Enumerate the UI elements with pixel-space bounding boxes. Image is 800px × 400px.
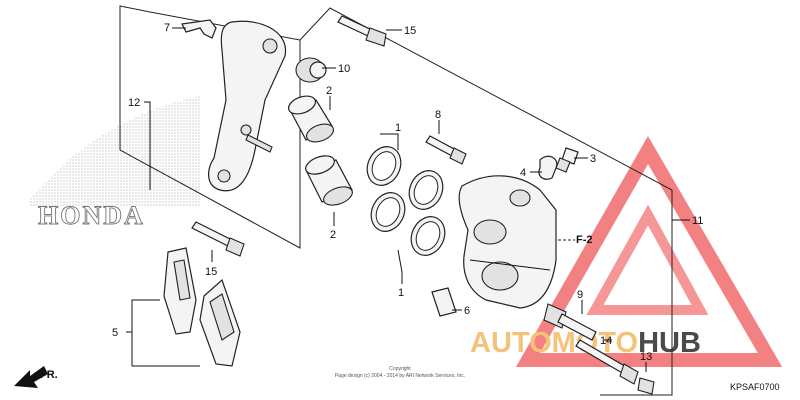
watermark-triangle-logo — [515, 135, 783, 367]
watermark-auto: AUTO — [470, 327, 552, 359]
piston-lower — [305, 155, 353, 206]
bleeder-valve — [555, 147, 579, 173]
pin-bolt — [543, 303, 597, 341]
slide-pin — [425, 135, 467, 165]
callout-2-lower: 2 — [330, 229, 336, 241]
callout-5: 5 — [112, 327, 118, 339]
copyright-line2: Page design (c) 2004 - 2014 by ARI Netwo… — [335, 373, 465, 379]
callout-2-upper: 2 — [326, 85, 332, 97]
callout-1-upper: 1 — [395, 122, 401, 134]
callout-4: 4 — [520, 167, 526, 179]
caliper-group-box — [299, 7, 673, 396]
callout-f2: F-2 — [576, 234, 593, 246]
brake-pad-front — [163, 247, 197, 335]
front-arrow-icon — [14, 366, 48, 388]
callout-7: 7 — [164, 22, 170, 34]
leader-lines — [126, 27, 690, 372]
piston-upper — [287, 95, 334, 143]
callout-labels: 7 15 10 12 2 8 1 3 4 2 15 11 F-2 1 9 6 5… — [112, 22, 703, 363]
callout-10: 10 — [338, 63, 350, 75]
nut — [637, 377, 655, 395]
callout-9: 9 — [577, 289, 583, 301]
honda-brand-text: HONDA — [38, 201, 145, 230]
callout-15-top: 15 — [404, 25, 416, 37]
callout-11: 11 — [692, 215, 703, 227]
callout-12: 12 — [128, 97, 140, 109]
long-pin — [575, 339, 639, 385]
watermark-hub: HUB — [638, 327, 701, 359]
front-direction-indicator: FR. — [14, 366, 58, 388]
callout-15-lower: 15 — [205, 266, 217, 278]
dust-boot — [295, 57, 327, 83]
pad-retainer — [431, 287, 457, 317]
diagram-code: KPSAF0700 — [730, 382, 780, 392]
brake-pad-rear — [199, 278, 241, 367]
front-label: FR. — [40, 369, 58, 381]
pad-spring-clip — [181, 19, 217, 39]
callout-1-lower: 1 — [398, 287, 404, 299]
bolt-lower — [191, 221, 245, 257]
bolt-top — [337, 15, 387, 47]
callout-6: 6 — [464, 305, 470, 317]
piston-seals — [366, 146, 446, 256]
caliper-body — [458, 175, 557, 309]
callout-3: 3 — [590, 153, 596, 165]
copyright-line1: Copyright — [389, 366, 411, 372]
honda-wing-logo — [30, 96, 200, 214]
bleeder-cap — [538, 155, 558, 180]
caliper-bracket — [208, 20, 287, 192]
callout-8: 8 — [435, 109, 441, 121]
callout-13: 13 — [640, 351, 652, 363]
callout-14: 14 — [600, 335, 612, 347]
